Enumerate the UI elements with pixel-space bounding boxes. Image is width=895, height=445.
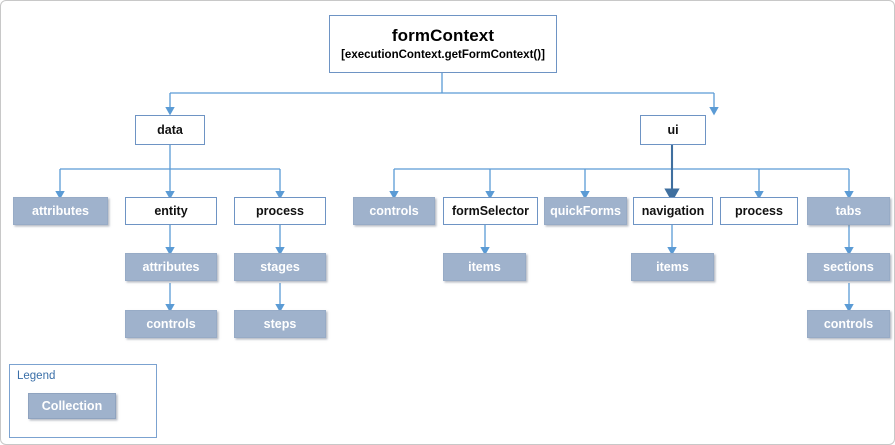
node-entity-controls[interactable]: controls — [125, 310, 217, 338]
node-navigation-items-label: items — [656, 259, 689, 274]
node-data-attributes[interactable]: attributes — [13, 197, 108, 225]
node-ui-label: ui — [667, 122, 679, 137]
node-entity-attributes-label: attributes — [142, 259, 200, 274]
node-navigation[interactable]: navigation — [633, 197, 713, 225]
node-formselector-label: formSelector — [451, 203, 530, 218]
node-process-steps-label: steps — [263, 316, 297, 331]
node-navigation-items[interactable]: items — [631, 253, 714, 281]
node-process-stages-label: stages — [260, 259, 300, 274]
node-ui-controls[interactable]: controls — [353, 197, 435, 225]
legend-title: Legend — [17, 370, 56, 382]
node-data-label: data — [157, 122, 183, 137]
legend-collection-swatch: Collection — [28, 393, 116, 419]
node-tabs-sections[interactable]: sections — [807, 253, 890, 281]
node-tabs[interactable]: tabs — [807, 197, 890, 225]
node-process-steps[interactable]: steps — [234, 310, 326, 338]
node-tabs-controls[interactable]: controls — [807, 310, 890, 338]
node-data-process-label: process — [256, 203, 304, 218]
node-navigation-label: navigation — [641, 203, 705, 218]
node-entity[interactable]: entity — [125, 197, 217, 225]
node-entity-controls-label: controls — [146, 316, 196, 331]
node-entity-attributes[interactable]: attributes — [125, 253, 217, 281]
legend-box: Legend Collection — [9, 364, 157, 438]
node-data-attributes-label: attributes — [32, 203, 89, 218]
node-quickforms-label: quickForms — [550, 203, 621, 218]
node-tabs-controls-label: controls — [823, 316, 874, 331]
node-data[interactable]: data — [135, 115, 205, 145]
node-ui[interactable]: ui — [640, 115, 706, 145]
node-formcontext-title: formContext — [391, 26, 495, 46]
node-ui-controls-label: controls — [369, 203, 419, 218]
node-tabs-sections-label: sections — [823, 259, 874, 274]
node-formselector-items-label: items — [468, 259, 501, 274]
node-entity-label: entity — [154, 203, 188, 218]
node-quickforms[interactable]: quickForms — [544, 197, 627, 225]
node-process-stages[interactable]: stages — [234, 253, 326, 281]
node-formcontext[interactable]: formContext [executionContext.getFormCon… — [329, 15, 557, 73]
node-formselector-items[interactable]: items — [443, 253, 526, 281]
node-ui-process-label: process — [735, 203, 783, 218]
node-tabs-label: tabs — [835, 203, 862, 218]
node-formselector[interactable]: formSelector — [443, 197, 538, 225]
node-formcontext-subtitle: [executionContext.getFormContext()] — [341, 48, 545, 61]
node-data-process[interactable]: process — [234, 197, 326, 225]
node-ui-process[interactable]: process — [720, 197, 798, 225]
